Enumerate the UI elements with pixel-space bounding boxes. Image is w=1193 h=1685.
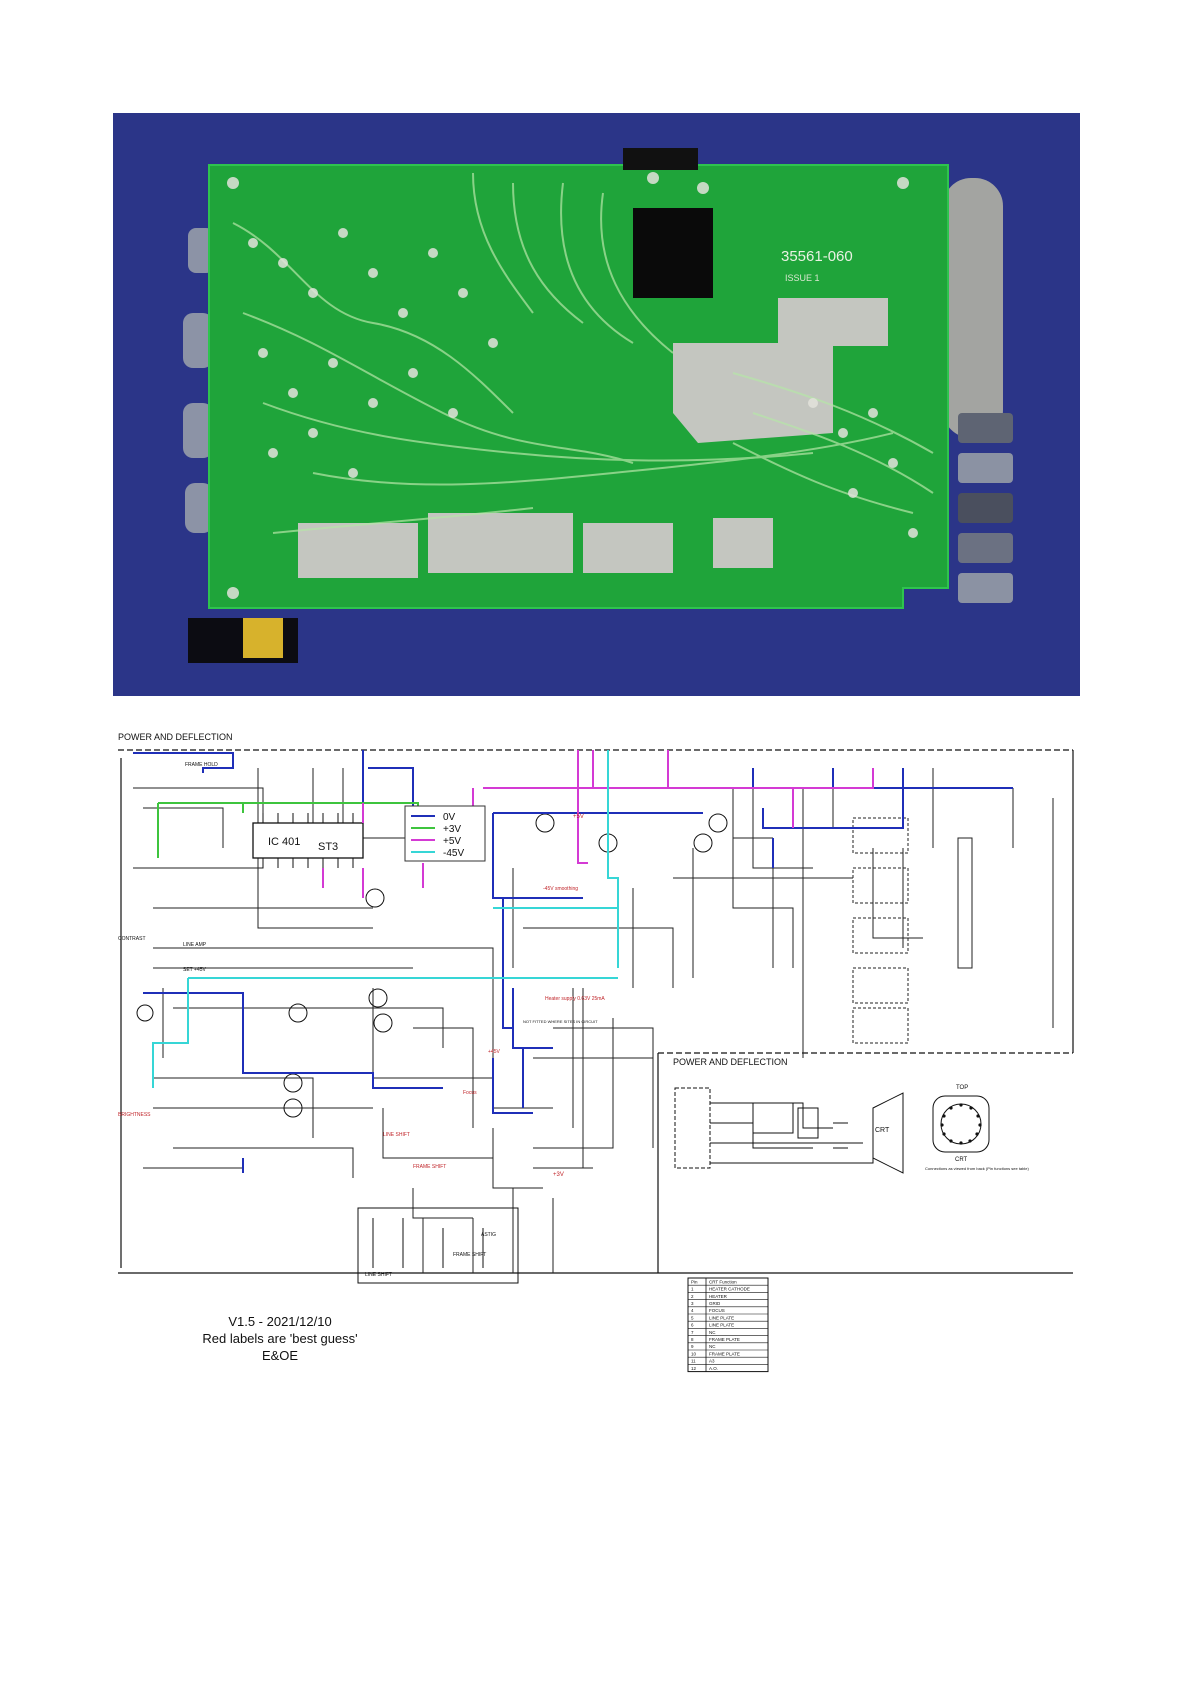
ic-part: ST3 [318, 841, 338, 853]
astig-pot-label: ASTIG [481, 1232, 496, 1238]
pcb-photo: 35561-060 ISSUE 1 [113, 113, 1080, 696]
legend: 0V +3V +5V -45V [404, 805, 486, 862]
pin-table-header: Pin [691, 1279, 698, 1284]
pin-table-pin: 12 [691, 1366, 697, 1371]
legend-label: +3V [443, 824, 461, 835]
solder-areas [298, 298, 888, 578]
inset-title: POWER AND DEFLECTION [673, 1057, 788, 1067]
focus-label: Focus [463, 1090, 477, 1096]
pin-table-pin: 2 [691, 1294, 694, 1299]
pcb-photo-drawing: 35561-060 ISSUE 1 [113, 113, 1080, 696]
frame-shift-pot-label: FRAME SHIFT [453, 1252, 486, 1258]
schematic-frame [118, 749, 1074, 1274]
pin-table-function: HEATER CATHODE [709, 1287, 750, 1292]
pin-table-pin: 3 [691, 1301, 694, 1306]
ic-label: IC 401 [268, 836, 300, 848]
pin-table-header: CRT Function [709, 1279, 737, 1284]
plus5v-label: +5V [573, 814, 584, 820]
ic-401: IC 401 ST3 [252, 813, 364, 868]
pin-table-function: LINE PLATE [709, 1315, 734, 1320]
schematic-drawing: IC 401 ST3 [113, 728, 1080, 1393]
pin-table-pin: 5 [691, 1315, 694, 1320]
pin-table-pin: 11 [691, 1359, 696, 1364]
pin-table-pin: 6 [691, 1323, 694, 1328]
switch-blocks [852, 817, 909, 1044]
crt-note: Connections as viewed from back (Pin fun… [925, 1166, 1029, 1171]
pin-table: Pin CRT Function 1 HEATER CATHODE 2 HEATER 3 GR… [687, 1277, 769, 1373]
schematic-title: POWER AND DEFLECTION [118, 732, 233, 742]
pin-table-function: GRID [709, 1301, 721, 1306]
pin-table-function: NC [709, 1344, 716, 1349]
pin-table-function: FOCUS [709, 1308, 725, 1313]
set-45v-label: SET +45V [183, 967, 207, 973]
minus45v-smoothing-label: -45V smoothing [543, 886, 578, 892]
frame-shift-label: FRAME SHIFT [413, 1164, 446, 1170]
pin-table-function: FRAME PLATE [709, 1337, 740, 1342]
pcb-traces [232, 172, 934, 534]
pin-table-function: A3 [709, 1359, 715, 1364]
eoe-text: E&OE [261, 1348, 299, 1363]
not-fitted-label: NOT FITTED WHERE SITES IN CIRCUIT [523, 1019, 598, 1024]
frame-hold-label: FRAME HOLD [185, 762, 218, 768]
pin-table-function: HEATER [709, 1294, 728, 1299]
pin-table-function: LINE PLATE [709, 1323, 734, 1328]
pin-table-pin: 8 [691, 1337, 694, 1342]
left-knobs [183, 228, 214, 533]
schematic: IC 401 ST3 [113, 728, 1080, 1393]
pin-table-pin: 10 [691, 1351, 697, 1356]
pin-table-function: FRAME PLATE [709, 1351, 740, 1356]
contrast-label: CONTRAST [118, 936, 146, 942]
legend-label: +5V [443, 836, 461, 847]
legend-label: 0V [443, 812, 456, 823]
legend-item-minus45v: -45V [411, 848, 464, 859]
board-issue: ISSUE 1 [785, 273, 820, 283]
adjustment-box [357, 1207, 519, 1284]
pin-table-function: NC [709, 1330, 716, 1335]
legend-item-3v: +3V [411, 824, 461, 835]
right-knobs [958, 413, 1013, 603]
plus3v-label: +3V [553, 1172, 564, 1178]
crt-label: CRT [875, 1127, 890, 1134]
pin-table-pin: 7 [691, 1330, 694, 1335]
red-labels-note: Red labels are 'best guess' [202, 1331, 358, 1346]
resistor-chain [957, 837, 973, 969]
rail-0v [133, 750, 1013, 1173]
crt-tube [943, 178, 1003, 438]
brightness-label: BRIGHTNESS [118, 1112, 151, 1118]
crt-bottom-label: CRT [955, 1157, 968, 1163]
rail-5v [322, 750, 874, 898]
crt-pin-diagram: TOP CRT Connections as viewed from back … [925, 1085, 1029, 1171]
legend-item-0v: 0V [411, 812, 456, 823]
line-shift-label: LINE SHIFT [383, 1132, 410, 1138]
pin-table-pin: 1 [691, 1287, 694, 1292]
board-marking: 35561-060 [781, 248, 853, 265]
rail-minus45v [152, 750, 619, 1088]
line-shift-pot-label: LINE SHIFT [365, 1272, 392, 1278]
version-text: V1.5 - 2021/12/10 [228, 1314, 332, 1329]
inset-crt-wiring [674, 1087, 904, 1174]
pin-table-function: A.O. [709, 1366, 718, 1371]
pin-table-pin: 9 [691, 1344, 694, 1349]
plus45v-label: +45V [488, 1049, 500, 1055]
pin-table-pin: 4 [691, 1308, 694, 1313]
transistors [136, 813, 728, 1118]
solder-pads [227, 172, 918, 599]
footnote: V1.5 - 2021/12/10 Red labels are 'best g… [150, 1313, 410, 1364]
legend-item-5v: +5V [411, 836, 461, 847]
line-amp-label: LINE AMP [183, 942, 207, 948]
crt-top-label: TOP [956, 1085, 968, 1091]
legend-label: -45V [443, 848, 464, 859]
pin-table-frame [687, 1277, 769, 1373]
heater-supply-label: Heater supply 0.63V 25mA [545, 996, 605, 1002]
